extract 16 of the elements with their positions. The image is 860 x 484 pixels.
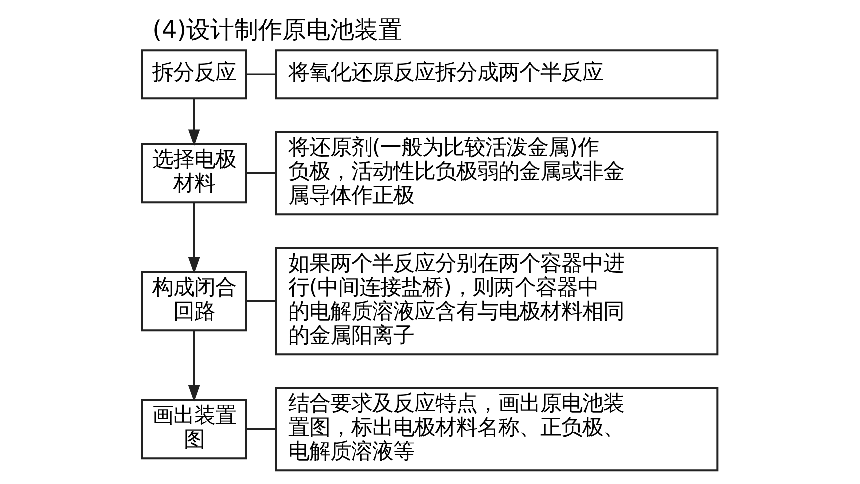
connector	[246, 172, 276, 174]
node-box: 构成闭合回路	[141, 271, 248, 332]
node-box: 选择电极材料	[141, 143, 248, 204]
arrow	[188, 98, 200, 147]
node-box: 将还原剂(一般为比较活泼金属)作负极，活动性比负极弱的金属或非金属导体作正极	[275, 131, 719, 216]
arrow	[188, 331, 200, 402]
connector	[246, 300, 276, 302]
diagram-title: (4)设计制作原电池装置	[152, 16, 403, 44]
connector	[246, 74, 276, 76]
node-box: 如果两个半反应分别在两个容器中进行(中间连接盐桥)，则两个容器中的电解质溶液应含有与电极材料相同的金属阳离子	[275, 247, 719, 356]
node-box: 画出装置图	[141, 399, 248, 460]
connector	[246, 428, 276, 430]
node-box: 拆分反应	[141, 50, 248, 100]
node-box: 结合要求及反应特点，画出原电池装置图，标出电极材料名称、正负极、电解质溶液等	[275, 387, 719, 472]
node-box: 将氧化还原反应拆分成两个半反应	[275, 50, 719, 100]
arrow	[188, 203, 200, 274]
